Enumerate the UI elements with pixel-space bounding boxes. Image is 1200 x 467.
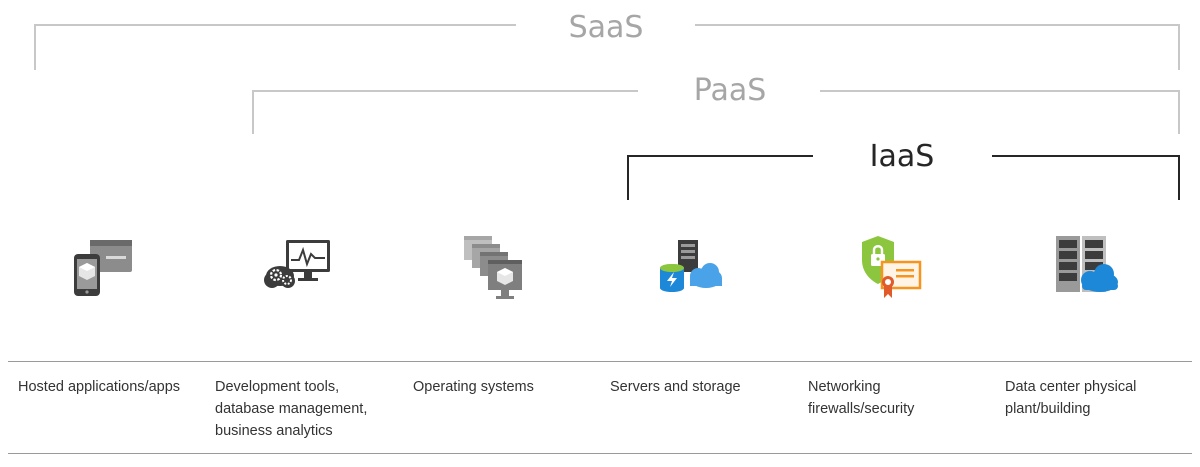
item-label-networking: Networking firewalls/security — [808, 379, 915, 417]
paas-bracket-left-leg — [252, 90, 254, 134]
paas-bracket-right-leg — [1178, 90, 1180, 134]
iaas-bracket-top-left — [627, 155, 813, 157]
paas-label: PaaS — [693, 73, 767, 108]
saas-bracket-right-leg — [1178, 24, 1180, 70]
shield-certificate-icon — [862, 236, 922, 298]
item-label-servers-storage: Servers and storage — [610, 379, 741, 395]
bottom-rule — [8, 453, 1192, 454]
tablet-app-window-icon — [74, 240, 132, 296]
item-label-dev-tools: Development tools, database management, … — [215, 379, 368, 439]
item-label-hosted-apps: Hosted applications/apps — [18, 379, 181, 395]
saas-bracket-left-leg — [34, 24, 36, 70]
server-storage-cloud-icon — [660, 240, 722, 292]
cloud-gears-monitor-icon — [264, 240, 330, 288]
iaas-bracket-top-right — [992, 155, 1180, 157]
iaas-bracket-right-leg — [1178, 155, 1180, 200]
item-label-operating-systems: Operating systems — [413, 379, 534, 395]
paas-bracket-top-left — [252, 90, 638, 92]
saas-bracket-top-left — [34, 24, 516, 26]
iaas-label: IaaS — [869, 139, 935, 174]
item-label-data-center: Data center physical plant/building — [1005, 379, 1137, 417]
iaas-bracket-left-leg — [627, 155, 629, 200]
stacked-os-windows-icon — [464, 236, 522, 299]
top-rule — [8, 361, 1192, 362]
saas-bracket-top-right — [695, 24, 1180, 26]
datacenter-racks-cloud-icon — [1056, 236, 1118, 292]
paas-bracket-top-right — [820, 90, 1180, 92]
saas-label: SaaS — [568, 10, 644, 45]
